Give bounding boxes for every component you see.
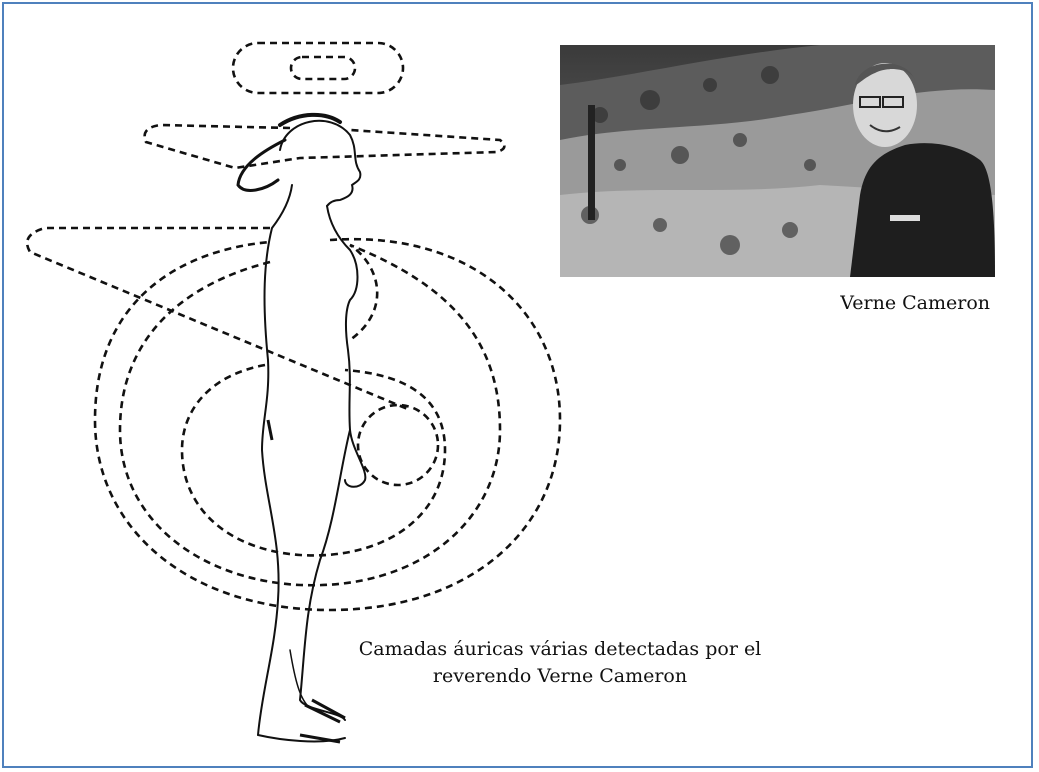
figure-caption-line-1: Camadas áuricas várias detectadas por el — [320, 636, 800, 663]
head-aura-loop — [145, 125, 505, 168]
figure-caption: Camadas áuricas várias detectadas por el… — [320, 636, 800, 690]
aura-inner-ring — [182, 365, 445, 555]
person-portrait-photo — [560, 45, 995, 277]
portrait-photo — [560, 45, 995, 277]
aura-middle-ring — [120, 245, 500, 585]
aura-core-circle — [358, 405, 438, 485]
figure-caption-line-2: reverendo Verne Cameron — [320, 663, 800, 690]
photo-caption: Verne Cameron — [760, 292, 990, 314]
halo-inner — [291, 57, 355, 79]
aura-outer-ring — [95, 239, 560, 610]
halo-outer — [233, 43, 403, 93]
